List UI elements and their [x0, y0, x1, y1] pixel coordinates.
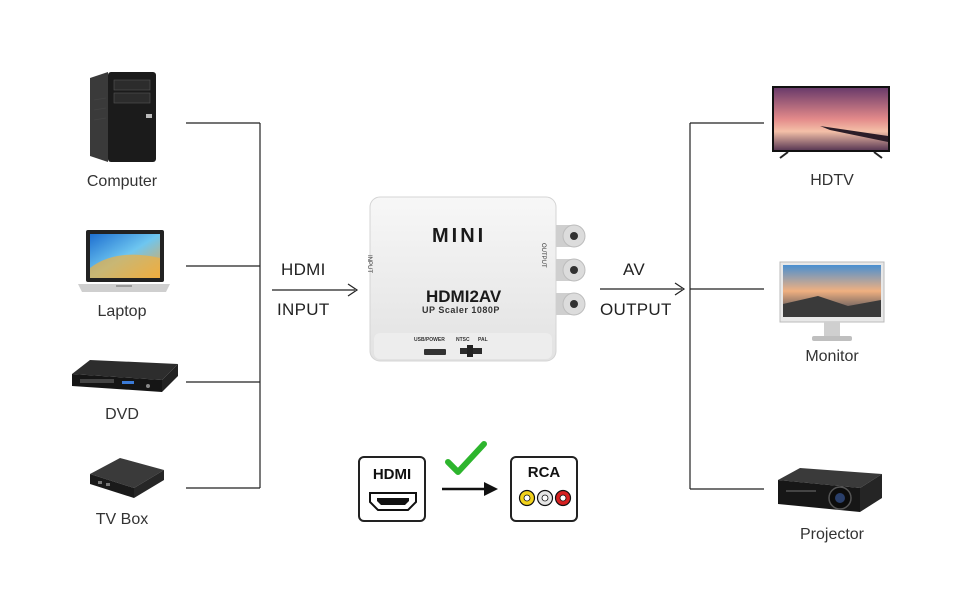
hdmi-connector-icon — [369, 492, 417, 511]
computer-tower-icon — [86, 70, 158, 164]
rca-port-badge: RCA — [510, 456, 578, 522]
input-label-dvd: DVD — [105, 406, 139, 423]
device-model: HDMI2AV — [426, 287, 502, 306]
check-icon — [445, 441, 487, 475]
output-label-monitor: Monitor — [805, 348, 859, 365]
device-side-output: OUTPUT — [540, 243, 546, 268]
input-label-laptop: Laptop — [97, 303, 147, 320]
conversion-arrow — [442, 441, 498, 496]
device-subtitle: UP Scaler 1080P — [422, 305, 500, 315]
output-label-hdtv: HDTV — [810, 172, 854, 189]
hdmi-port-badge: HDMI — [358, 456, 426, 522]
output-label-line1: AV — [623, 260, 646, 279]
device-brand: MINI — [432, 225, 487, 247]
output-label-line2: OUTPUT — [600, 300, 672, 319]
device-port-ntsc: NTSC — [456, 337, 470, 343]
device-port-usb: USB/POWER — [414, 337, 445, 343]
arrow-right-icon — [484, 482, 498, 496]
input-label-computer: Computer — [86, 173, 158, 190]
dvd-player-icon — [70, 350, 180, 400]
hdmi-badge-label: HDMI — [372, 466, 412, 483]
tv-box-icon — [86, 452, 166, 502]
device-port-pal: PAL — [478, 337, 488, 343]
monitor-icon — [778, 260, 886, 344]
input-label-line1: HDMI — [281, 260, 326, 279]
hdtv-icon — [770, 84, 892, 162]
projector-icon — [774, 464, 886, 520]
rca-badge-label: RCA — [527, 464, 561, 481]
hdmi2av-converter: MINI HDMI2AV UP Scaler 1080P INPUT OUTPU… — [366, 195, 590, 365]
device-side-input: INPUT — [366, 255, 372, 273]
laptop-icon — [76, 228, 172, 296]
input-label-line2: INPUT — [277, 300, 330, 319]
output-label-projector: Projector — [799, 526, 865, 543]
input-label-tv-box: TV Box — [95, 511, 149, 528]
rca-jacks-icon — [518, 489, 572, 507]
